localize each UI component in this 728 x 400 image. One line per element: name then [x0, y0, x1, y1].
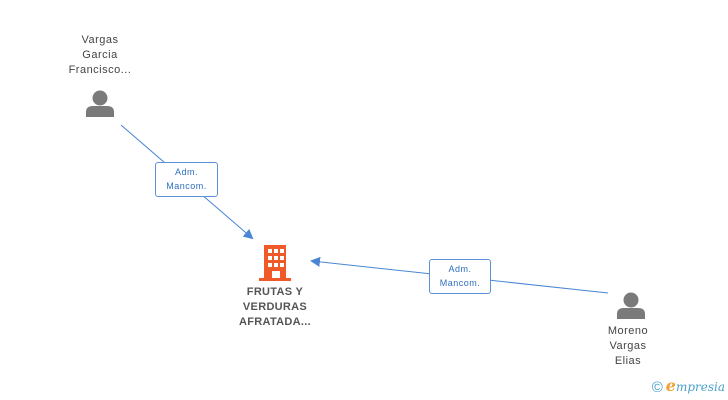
person-name-right: Moreno Vargas Elias [588, 324, 668, 369]
person-name-line: Vargas [81, 34, 119, 46]
company-node[interactable]: FRUTAS Y VERDURAS AFRATADA... [215, 285, 335, 330]
role-label-top-edge[interactable]: Adm. Mancom. [155, 162, 218, 197]
person-icon[interactable] [616, 290, 646, 320]
person-name-top: Vargas Garcia Francisco... [50, 33, 150, 78]
copyright-icon: © [651, 379, 663, 396]
role-line: Mancom. [439, 278, 481, 288]
role-line: Adm. [174, 167, 198, 177]
company-name-line: AFRATADA... [239, 316, 311, 328]
role-line: Adm. [448, 264, 472, 274]
person-name-line: Francisco... [68, 64, 132, 76]
brand-logo-text: mpresia [675, 380, 725, 394]
person-node-right[interactable]: Moreno Vargas Elias [588, 324, 668, 369]
person-name-line: Elias [614, 355, 642, 367]
person-icon[interactable] [85, 88, 115, 118]
building-icon[interactable] [259, 245, 291, 281]
brand-watermark: ©empresia [652, 376, 725, 396]
role-line: Mancom. [166, 181, 207, 191]
person-name-line: Vargas [609, 340, 647, 352]
person-name-line: Moreno [607, 325, 649, 337]
brand-logo-initial: e [665, 376, 676, 395]
person-node-top[interactable]: Vargas Garcia Francisco... [50, 33, 150, 78]
role-label-right-edge[interactable]: Adm. Mancom. [429, 259, 491, 294]
company-name-line: FRUTAS Y [246, 286, 304, 298]
company-name: FRUTAS Y VERDURAS AFRATADA... [215, 285, 335, 330]
company-name-line: VERDURAS [242, 301, 308, 313]
person-name-line: Garcia [82, 49, 118, 61]
